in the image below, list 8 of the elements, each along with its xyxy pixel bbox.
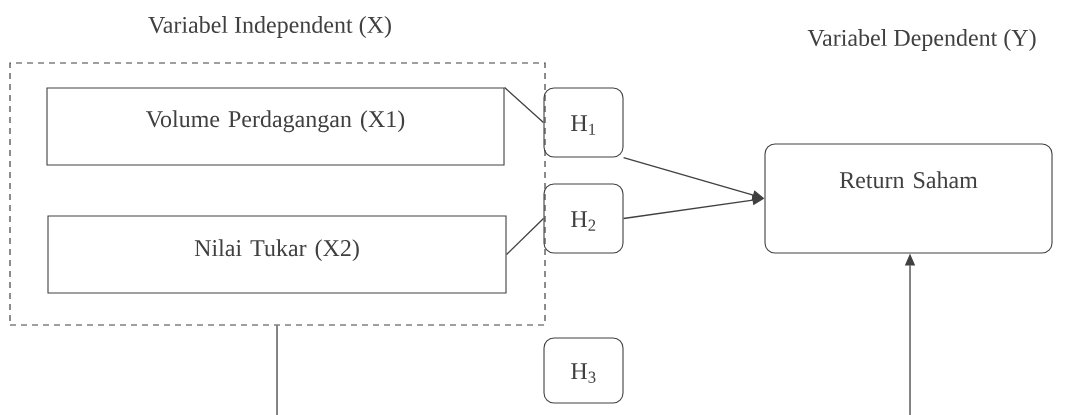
rounded-box: Return Saham xyxy=(764,143,1053,254)
node-label: Variabel Independent (X) xyxy=(148,16,391,38)
variable-box: Nilai Tukar (X2) xyxy=(47,215,507,294)
heading-label: Variabel Dependent (Y) xyxy=(807,29,1036,51)
hypothesis-box: H$_{1}$ xyxy=(543,87,624,158)
hypothesis-box: H$_{2}$ xyxy=(543,183,624,254)
variable-box: Volume Perdagangan (X1) xyxy=(46,87,505,166)
hypothesis-box: H$_{3}$ xyxy=(543,337,624,404)
